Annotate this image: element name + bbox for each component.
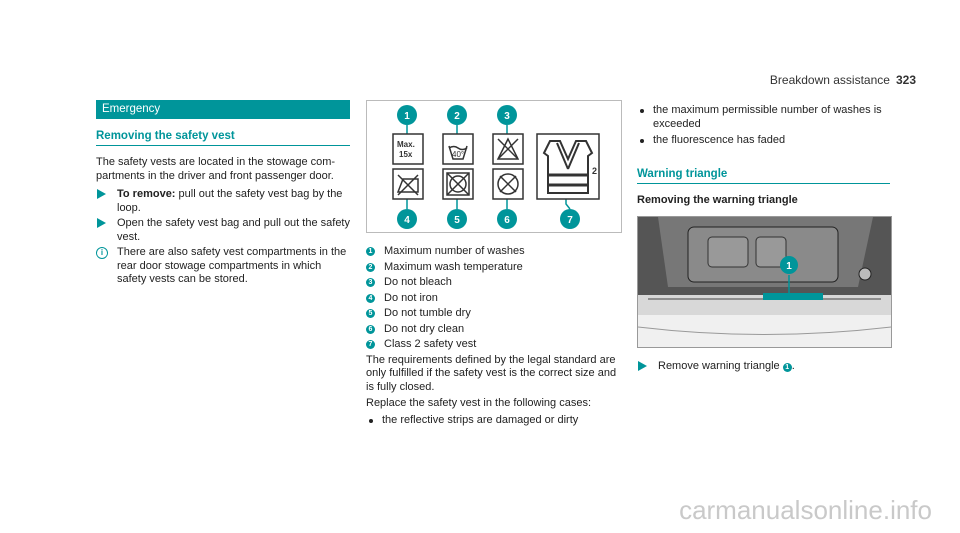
bullet-max-washes: the maximum permissible number of washes… bbox=[637, 104, 890, 131]
legend-text: Maximum number of washes bbox=[384, 245, 525, 257]
step-arrow-icon bbox=[638, 360, 647, 371]
photo-badge-1: 1 bbox=[786, 261, 792, 272]
trunk-photo: 1 bbox=[637, 215, 892, 348]
step-bold-label: To remove: bbox=[117, 188, 176, 200]
subheading-safety-vest: Removing the safety vest bbox=[96, 130, 350, 146]
subheading-removing-triangle: Removing the warning triangle bbox=[637, 193, 798, 206]
replace-intro: Replace the safety vest in the following… bbox=[366, 397, 592, 409]
chapter-title: Breakdown assistance bbox=[769, 73, 890, 87]
vest-class-label: 2 bbox=[592, 166, 597, 176]
watermark: carmanualsonline.info bbox=[679, 495, 932, 525]
bullet-fluorescence: the fluorescence has faded bbox=[637, 134, 890, 148]
legend-number: 1 bbox=[366, 247, 375, 257]
figure-badge-6: 6 bbox=[504, 215, 510, 226]
figure-legend: 1 Maximum number of washes 2 Maximum wash … bbox=[366, 245, 622, 352]
legend-item: 1 Maximum number of washes bbox=[366, 245, 622, 259]
legend-number: 6 bbox=[366, 324, 375, 334]
intro-paragraph: The safety vests are located in the stow… bbox=[96, 156, 336, 182]
legend-text: Do not iron bbox=[384, 291, 438, 304]
step-text: Open the safety vest bag and pull out th… bbox=[117, 217, 350, 243]
column-right: the maximum permissible number of washes… bbox=[637, 104, 892, 374]
info-icon: i bbox=[96, 247, 108, 259]
step-ref-number: 1 bbox=[782, 362, 792, 372]
legend-item: 4 Do not iron bbox=[366, 292, 622, 306]
step-open-bag: Open the safety vest bag and pull out th… bbox=[96, 217, 350, 244]
figure-badge-5: 5 bbox=[454, 215, 460, 226]
step-to-remove: To remove: pull out the safety vest bag … bbox=[96, 188, 350, 215]
step-arrow-icon bbox=[97, 218, 106, 228]
step-text: Remove warning triangle bbox=[658, 359, 783, 372]
bullet-reflective-strips: the reflective strips are damaged or dir… bbox=[366, 414, 622, 428]
legend-item: 6 Do not dry clean bbox=[366, 323, 622, 337]
step-arrow-icon bbox=[97, 189, 106, 199]
symbol-temp-label: 40° bbox=[452, 150, 464, 159]
column-left: Emergency Removing the safety vest The s… bbox=[96, 100, 350, 287]
symbol-max-label: Max. bbox=[397, 140, 415, 149]
legend-number: 2 bbox=[366, 262, 375, 272]
note-text: There are also safety vest compartments … bbox=[117, 246, 347, 285]
legend-text: Do not dry clean bbox=[384, 322, 465, 335]
page-number: 323 bbox=[895, 73, 916, 87]
requirements-paragraph: The requirements defined by the legal st… bbox=[366, 353, 617, 393]
trunk-illustration: 1 bbox=[638, 216, 891, 347]
legend-text: Maximum wash temperature bbox=[384, 260, 523, 273]
step-end: . bbox=[791, 359, 795, 372]
info-note: i There are also safety vest compartment… bbox=[96, 246, 350, 287]
care-symbols-figure: Max. 15x 40° 2 1 2 3 4 5 6 7 bbox=[366, 100, 622, 233]
page-header: Breakdown assistance 323 bbox=[770, 73, 916, 87]
section-title: Emergency bbox=[96, 100, 350, 119]
legend-number: 5 bbox=[366, 309, 375, 319]
legend-number: 7 bbox=[366, 340, 375, 350]
legend-text: Do not tumble dry bbox=[384, 307, 471, 319]
legend-item: 7 Class 2 safety vest bbox=[366, 338, 622, 352]
figure-badge-2: 2 bbox=[454, 111, 460, 122]
legend-text: Do not bleach bbox=[384, 276, 452, 288]
legend-item: 5 Do not tumble dry bbox=[366, 307, 622, 321]
legend-number: 3 bbox=[366, 278, 375, 288]
symbol-15x-label: 15x bbox=[399, 150, 413, 159]
legend-item: 2 Maximum wash temperature bbox=[366, 261, 622, 275]
figure-badge-3: 3 bbox=[504, 111, 510, 122]
legend-text: Class 2 safety vest bbox=[384, 338, 477, 350]
step-remove-triangle: Remove warning triangle 1. bbox=[637, 360, 890, 374]
figure-badge-4: 4 bbox=[404, 215, 410, 226]
figure-badge-1: 1 bbox=[404, 111, 410, 122]
subheading-warning-triangle: Warning triangle bbox=[637, 168, 890, 184]
step-text: pull out the safety vest bag by the loop… bbox=[117, 188, 343, 214]
figure-badge-7: 7 bbox=[567, 215, 573, 226]
legend-item: 3 Do not bleach bbox=[366, 276, 622, 290]
legend-number: 4 bbox=[366, 293, 375, 303]
care-symbols-illustration: Max. 15x 40° 2 1 2 3 4 5 6 7 bbox=[392, 105, 600, 229]
